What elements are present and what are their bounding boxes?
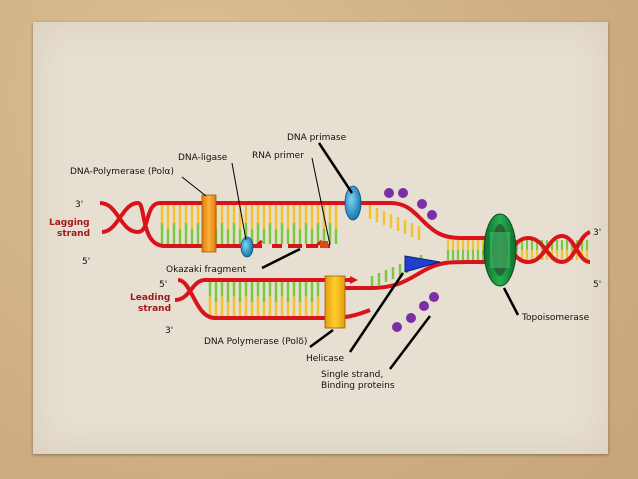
- label-rna-primer: RNA primer: [252, 151, 304, 161]
- leader-lines: [181, 142, 520, 370]
- leading-new-strand-backbone: [174, 278, 330, 302]
- label-dna-polymerase-delta: DNA Polymerase (Polδ): [204, 337, 307, 347]
- fragment-end: [255, 239, 263, 248]
- label-topoisomerase: Topoisomerase: [521, 313, 590, 323]
- lagging-duplex: [99, 200, 422, 248]
- leading-arrowhead: [350, 276, 358, 284]
- label-dna-ligase: DNA-ligase: [178, 153, 228, 163]
- label-dna-polymerase-alpha: DNA-Polymerase (Polα): [70, 167, 174, 177]
- dna-polymerase-alpha: [201, 194, 217, 253]
- dna-ligase: [240, 236, 254, 258]
- label-5prime-leading: 5': [159, 280, 167, 290]
- dna-polymerase-delta: [324, 275, 346, 329]
- helicase: [404, 255, 441, 273]
- label-lagging: Lagging: [49, 218, 90, 228]
- label-helicase: Helicase: [306, 354, 344, 364]
- ssb-proteins: [384, 188, 439, 332]
- label-dna-primase: DNA primase: [287, 133, 347, 143]
- label-5prime-lagging: 5': [82, 257, 90, 267]
- label-3prime-lagging: 3': [75, 200, 83, 210]
- label-strand-leading: strand: [138, 304, 171, 314]
- label-5prime-right: 5': [593, 280, 601, 290]
- label-okazaki-fragment: Okazaki fragment: [166, 265, 247, 275]
- topoisomerase: [483, 213, 517, 287]
- replication-fork: [345, 216, 490, 290]
- label-ssb-line1: Single strand,: [321, 370, 383, 380]
- label-strand-lagging: strand: [57, 229, 90, 239]
- label-ssb-line2: Binding proteins: [321, 381, 395, 391]
- fork-top-strand: [418, 216, 490, 240]
- fork-bottom-strand: [345, 260, 490, 290]
- rna-primer-block: [320, 241, 328, 248]
- dna-primase: [344, 185, 362, 221]
- lagging-new-strand-backbone: [101, 200, 200, 248]
- leading-template-backbone: [177, 278, 371, 320]
- label-3prime-right: 3': [593, 228, 601, 238]
- label-3prime-leading: 3': [165, 326, 173, 336]
- label-leading: Leading: [130, 293, 170, 303]
